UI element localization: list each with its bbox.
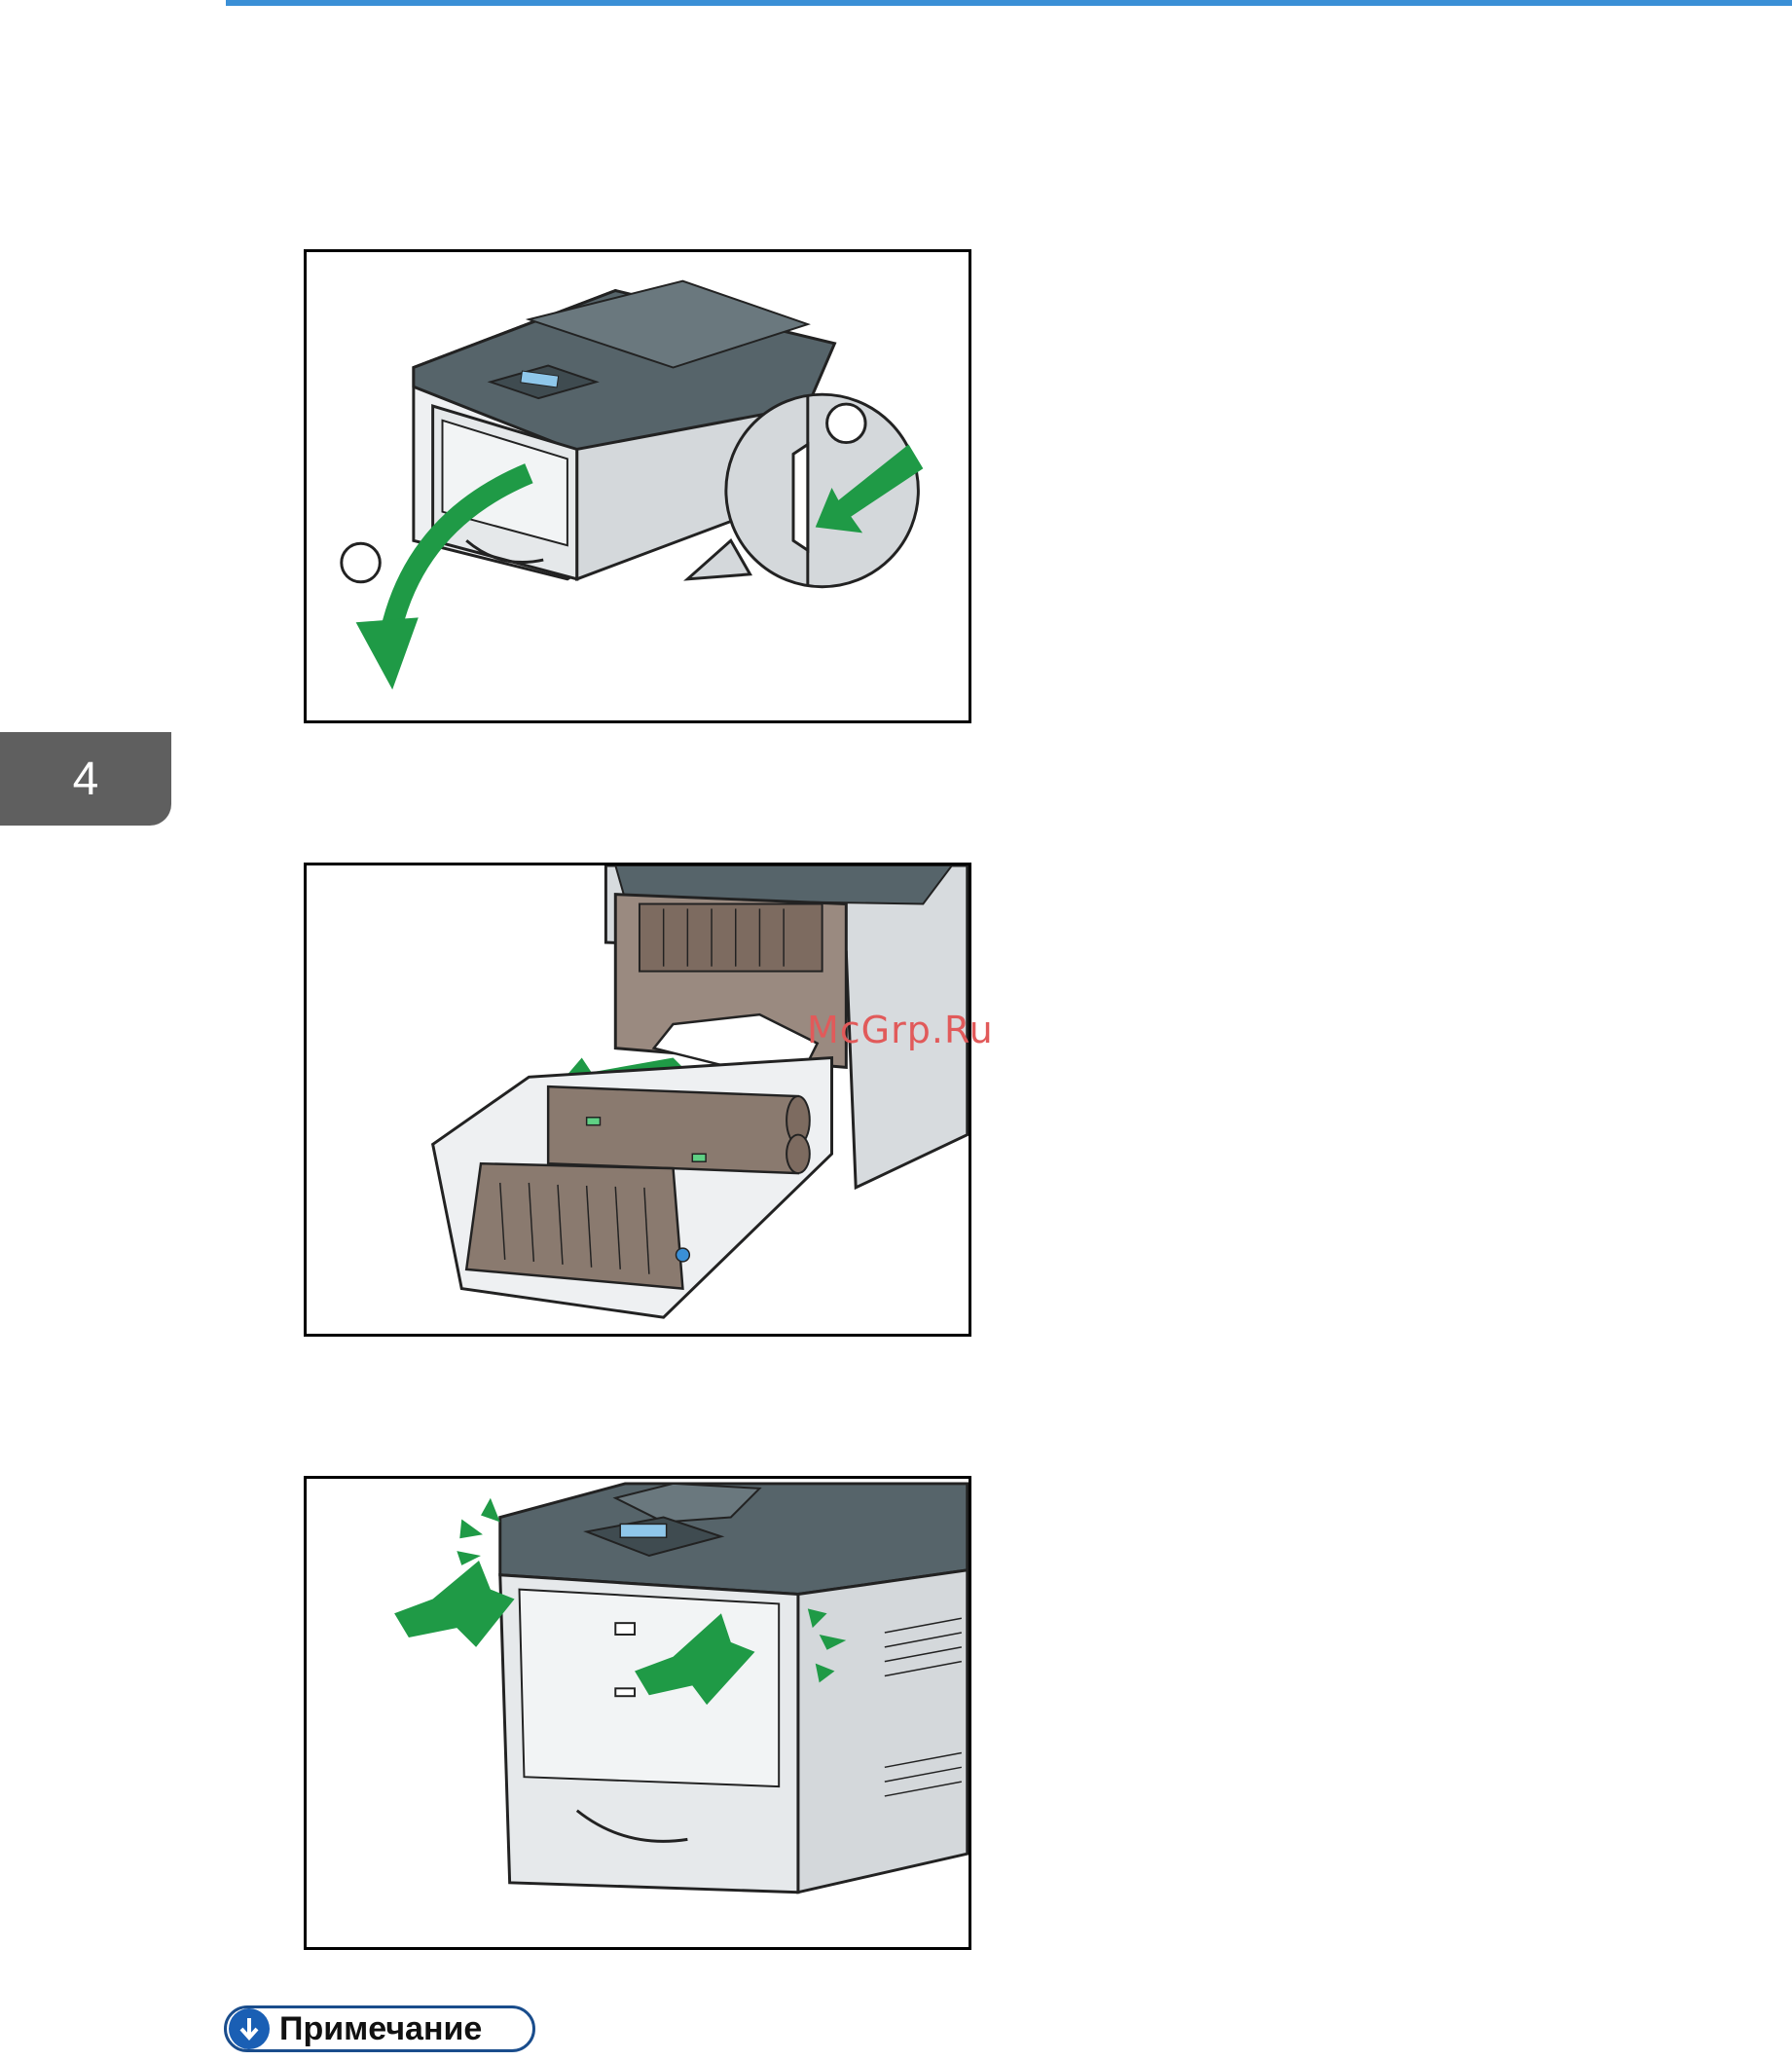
figure-open-front-cover bbox=[304, 249, 971, 723]
printer-illustration-remove-paper bbox=[307, 865, 969, 1334]
note-badge: Примечание bbox=[224, 2005, 535, 2052]
down-arrow-icon bbox=[229, 2008, 270, 2049]
callout-marker-a bbox=[342, 543, 381, 582]
note-label: Примечание bbox=[279, 2010, 482, 2048]
printer-illustration-close-cover bbox=[307, 1479, 969, 1947]
figure-remove-jammed-paper bbox=[304, 863, 971, 1337]
chapter-number: 4 bbox=[73, 753, 99, 806]
figure-close-front-cover bbox=[304, 1476, 971, 1950]
printer-illustration-open-cover bbox=[307, 252, 969, 720]
top-rule bbox=[226, 0, 1792, 6]
callout-marker-b bbox=[827, 404, 866, 443]
chapter-tab: 4 bbox=[0, 732, 171, 826]
watermark-text: McGrp.Ru bbox=[807, 1009, 994, 1051]
